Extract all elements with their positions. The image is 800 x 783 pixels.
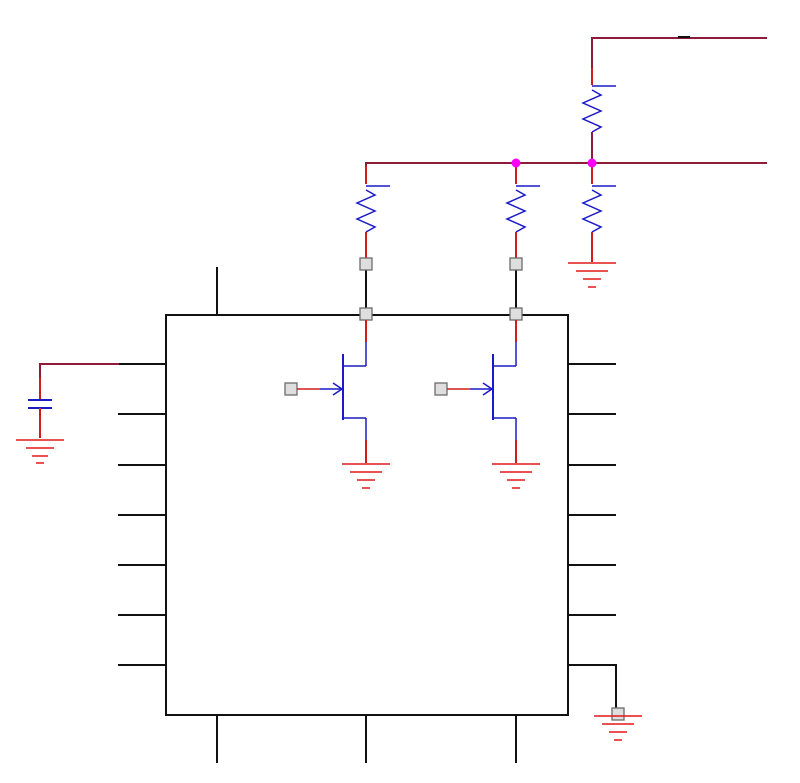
pullup-resistor-2[interactable] bbox=[505, 166, 540, 258]
net-wires bbox=[365, 36, 767, 181]
junction-dot bbox=[511, 158, 521, 168]
npn-transistor-2[interactable] bbox=[447, 320, 517, 463]
npn-transistor-1[interactable] bbox=[297, 320, 367, 463]
divider-resistor-bottom[interactable] bbox=[581, 166, 616, 262]
bypass-capacitor[interactable] bbox=[28, 363, 119, 438]
test-point[interactable] bbox=[359, 307, 373, 321]
ic-left-pins bbox=[118, 363, 166, 666]
ic-top-bottom-pins bbox=[216, 267, 517, 763]
ic-body[interactable] bbox=[165, 314, 569, 716]
test-point[interactable] bbox=[284, 382, 298, 396]
mid-supply-net[interactable] bbox=[365, 162, 767, 181]
test-point[interactable] bbox=[434, 382, 448, 396]
test-point[interactable] bbox=[359, 257, 373, 271]
test-point[interactable] bbox=[509, 307, 523, 321]
ground-q2 bbox=[492, 463, 540, 489]
divider-resistor-top[interactable] bbox=[581, 68, 616, 162]
junction-dot bbox=[587, 158, 597, 168]
top-supply-net[interactable] bbox=[591, 37, 767, 69]
ground-divider bbox=[568, 262, 616, 288]
test-point[interactable] bbox=[611, 707, 625, 721]
ground-cap bbox=[16, 439, 64, 464]
ic-right-pins bbox=[568, 363, 616, 666]
test-points bbox=[284, 257, 625, 721]
ground-ic bbox=[594, 715, 642, 741]
ground-q1 bbox=[342, 463, 390, 489]
test-point[interactable] bbox=[509, 257, 523, 271]
pullup-resistor-1[interactable] bbox=[355, 166, 390, 258]
